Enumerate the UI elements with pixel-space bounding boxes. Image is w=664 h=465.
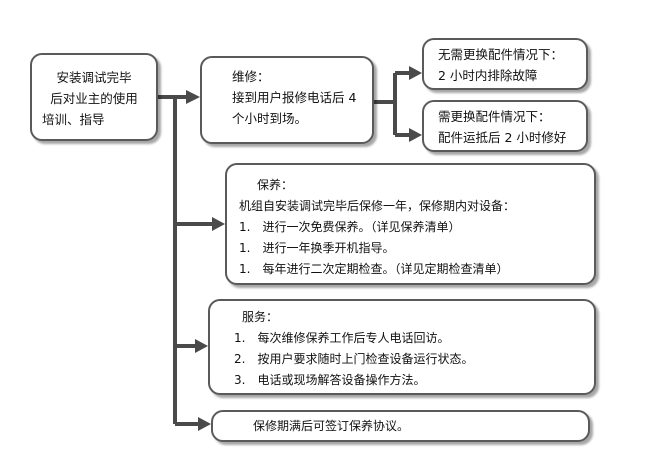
maintenance-intro: 机组自安装调试完毕后保修一年，保修期内对设备： xyxy=(239,199,516,213)
no-parts-text: 2 小时内排除故障 xyxy=(438,68,538,83)
service-item-2: 2. 按用户要求随时上门检查设备运行状态。 xyxy=(234,352,474,366)
no-parts-box: 无需更换配件情况下： 2 小时内排除故障 xyxy=(422,38,588,90)
warranty-end-text: 保修期满后可签订保养协议。 xyxy=(253,419,410,433)
service-item-3: 3. 电话或现场解答设备操作方法。 xyxy=(234,373,426,387)
maintenance-title: 保养： xyxy=(257,178,294,192)
repair-line-1: 接到用户报修电话后 4 xyxy=(232,90,357,105)
arrow-to-service xyxy=(195,339,208,353)
start-box: 安装调试完毕 后对业主的使用 培训、指导 xyxy=(30,53,158,141)
arrow-to-warranty-end xyxy=(198,417,211,431)
service-box: 服务： 1. 每次维修保养工作后专人电话回访。 2. 按用户要求随时上门检查设备… xyxy=(208,299,596,395)
need-parts-text: 配件运抵后 2 小时修好 xyxy=(438,130,567,145)
maintenance-box: 保养： 机组自安装调试完毕后保修一年，保修期内对设备： 1. 进行一次免费保养。… xyxy=(225,163,596,285)
service-item-1: 1. 每次维修保养工作后专人电话回访。 xyxy=(234,331,450,345)
repair-box: 维修： 接到用户报修电话后 4 个小时到场。 xyxy=(200,56,374,144)
arrow-to-need-parts xyxy=(409,128,422,142)
warranty-end-box: 保修期满后可签订保养协议。 xyxy=(211,410,590,442)
arrow-to-no-parts xyxy=(409,66,422,80)
maintenance-item-3: 1. 每年进行二次定期检查。（详见定期检查清单） xyxy=(239,262,509,276)
service-title: 服务： xyxy=(242,310,279,324)
no-parts-title: 无需更换配件情况下： xyxy=(438,47,564,62)
maintenance-item-2: 1. 进行一年换季开机指导。 xyxy=(239,241,395,255)
arrow-to-repair xyxy=(186,90,200,104)
maintenance-item-1: 1. 进行一次免费保养。（详见保养清单） xyxy=(239,220,461,234)
arrow-to-maintenance xyxy=(212,217,225,231)
repair-title: 维修： xyxy=(232,69,270,84)
start-line-1: 安装调试完毕 xyxy=(56,70,132,85)
start-line-3: 培训、指导 xyxy=(42,112,105,127)
repair-line-2: 个小时到场。 xyxy=(232,111,308,126)
need-parts-box: 需更换配件情况下： 配件运抵后 2 小时修好 xyxy=(422,100,588,152)
start-line-2: 后对业主的使用 xyxy=(50,91,138,106)
need-parts-title: 需更换配件情况下： xyxy=(438,109,551,124)
